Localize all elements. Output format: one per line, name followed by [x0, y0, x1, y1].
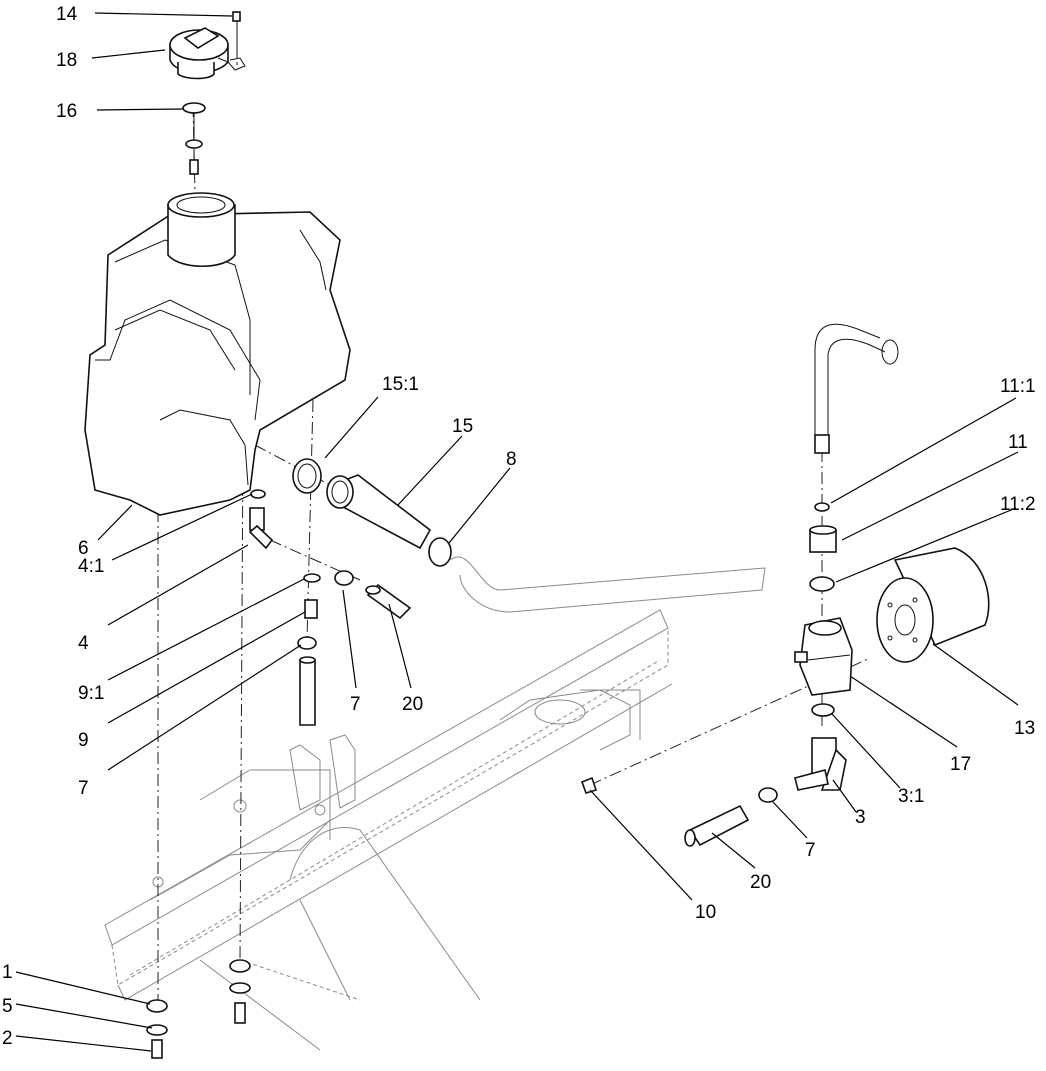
- fuel-cap: [169, 27, 229, 80]
- leader-lines: [15, 12, 1019, 1052]
- tether-strap: [217, 11, 246, 71]
- o-ring-11-1: [814, 502, 830, 512]
- fuel-hose-left: [299, 656, 316, 726]
- adapter-fitting-11: [809, 525, 837, 553]
- callout-2: 2: [2, 1028, 13, 1049]
- callout-11-2: 11:2: [1000, 494, 1036, 515]
- fuel-tank: [84, 192, 351, 516]
- elbow-fitting-3: [794, 737, 847, 791]
- callout-15-1: 15:1: [382, 374, 419, 395]
- callout-9-1: 9:1: [78, 683, 104, 704]
- callout-20-mid: 20: [402, 694, 423, 715]
- callout-3-1: 3:1: [898, 786, 924, 807]
- callout-7-mid: 7: [350, 694, 361, 715]
- screw-10: [580, 776, 598, 794]
- fuel-hose-mid: [365, 583, 412, 620]
- filter-head-17: [794, 617, 853, 696]
- vent-hose-ghost: [449, 556, 766, 613]
- callout-10: 10: [695, 902, 716, 923]
- callout-11: 11: [1008, 432, 1028, 453]
- washer-5: [146, 982, 251, 1036]
- fitting-o-ring-9-1: [303, 573, 321, 583]
- callout-1: 1: [2, 962, 13, 983]
- callout-3: 3: [855, 807, 866, 828]
- fuel-gauge: [182, 102, 206, 175]
- callout-9: 9: [78, 730, 89, 751]
- filler-neck-15: [326, 474, 432, 550]
- isolator-mount-1: [146, 959, 251, 1013]
- callout-18: 18: [56, 50, 77, 71]
- o-ring-11-2: [809, 576, 835, 592]
- fuel-hose-right: [684, 804, 750, 847]
- callout-8: 8: [506, 449, 517, 470]
- chassis-frame: [104, 609, 673, 1051]
- hose-clamp-8: [428, 537, 452, 567]
- hose-clamp-right: [758, 787, 778, 803]
- callout-16: 16: [56, 101, 77, 122]
- callout-20-right: 20: [750, 872, 771, 893]
- fuel-filter-13: [876, 547, 990, 663]
- callout-4-1: 4:1: [78, 556, 104, 577]
- callout-5: 5: [2, 996, 13, 1017]
- fuel-line-ghost-right: [814, 323, 899, 454]
- callout-13: 13: [1014, 718, 1035, 739]
- bolt-2: [151, 1002, 246, 1059]
- grommet-15-1: [292, 458, 322, 494]
- fitting-o-ring-4-1: [250, 489, 266, 499]
- callout-15: 15: [452, 416, 473, 437]
- callout-17: 17: [950, 754, 971, 775]
- callout-11-1: 11:1: [1000, 376, 1036, 397]
- callout-7-left: 7: [78, 778, 89, 799]
- callout-labels: 14 18 16 6 4:1 4 9:1 9 7 7 20 15:1 15 8 …: [2, 4, 1036, 1049]
- hose-clamp-left: [297, 636, 317, 650]
- callout-14: 14: [56, 4, 78, 25]
- callout-7-right: 7: [805, 840, 816, 861]
- callout-4: 4: [78, 633, 89, 654]
- elbow-fitting-4: [248, 507, 274, 550]
- callout-6: 6: [78, 538, 89, 559]
- hose-clamp-mid: [334, 570, 354, 586]
- fitting-9: [304, 599, 318, 619]
- o-ring-3-1: [811, 703, 835, 717]
